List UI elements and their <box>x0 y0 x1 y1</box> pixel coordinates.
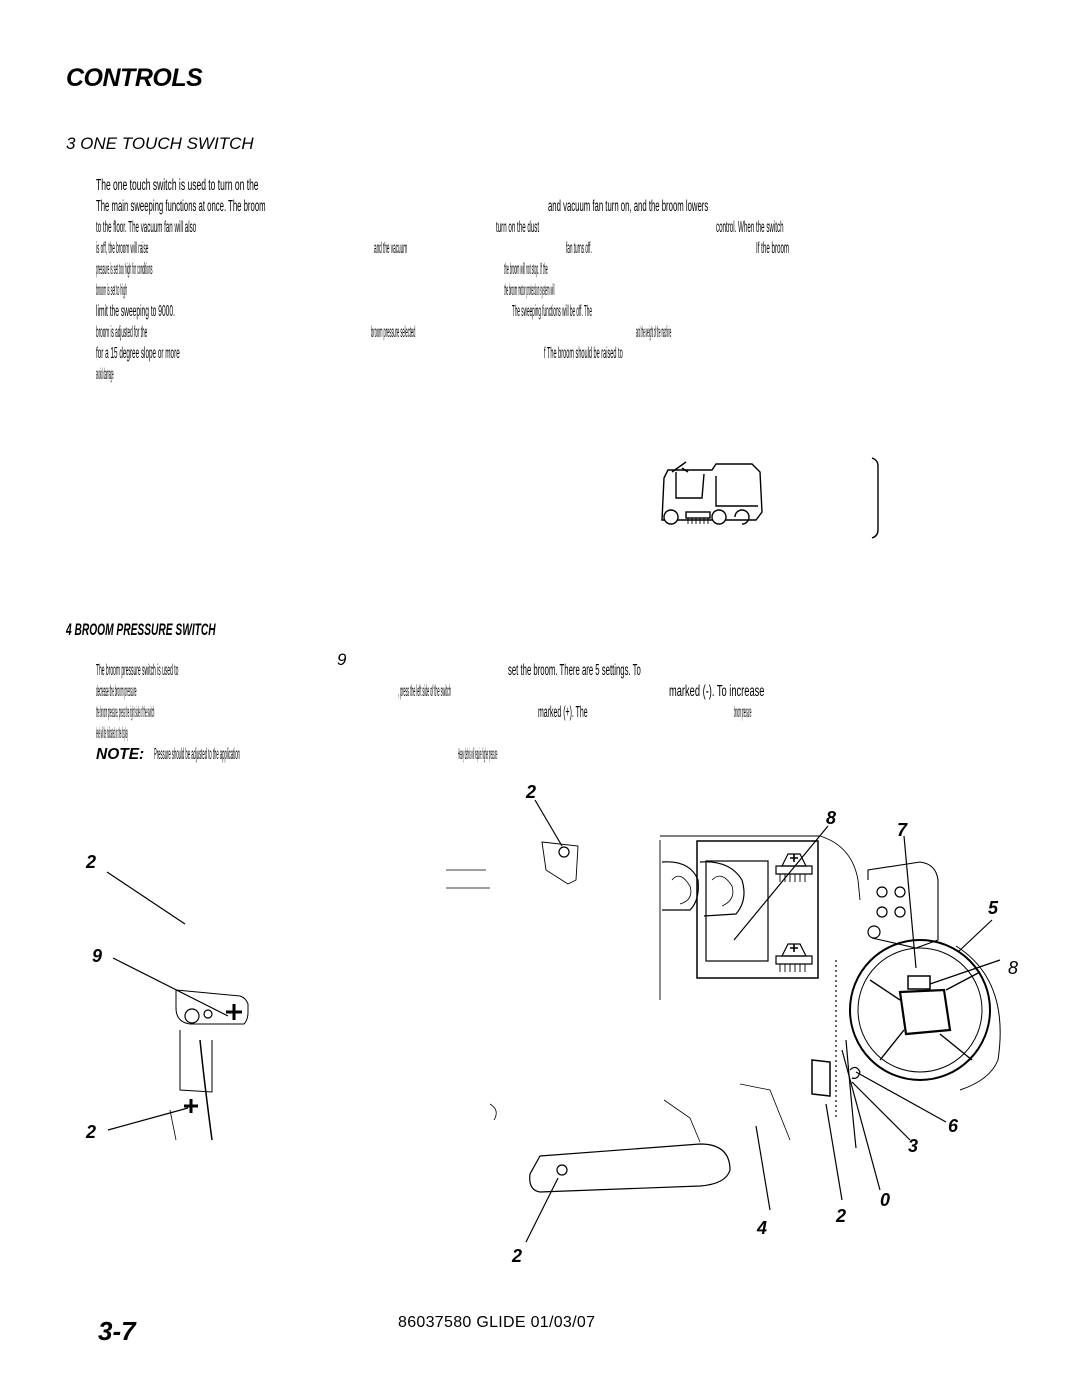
callout-7: 7 <box>897 820 908 840</box>
note-text: Pressure should be adjusted to the appli… <box>154 746 240 763</box>
callout-4: 4 <box>757 1218 768 1238</box>
text-line: The one touch switch is used to turn on … <box>96 177 259 194</box>
text-line: decrease the broom pressure <box>96 683 137 700</box>
text-line: control. When the switch <box>716 219 784 236</box>
callout-0: 0 <box>880 1190 891 1210</box>
section-heading-one-touch: 3 ONE TOUCH SWITCH <box>66 134 254 153</box>
text-line: level will be indicated on the display <box>96 725 128 742</box>
text-line: broom is set to high <box>96 282 128 299</box>
section-heading-broom-pressure: 4 BROOM PRESSURE SWITCH <box>66 620 216 639</box>
text-line: The sweeping functions will be off. The <box>512 303 592 320</box>
text-line: fan turns off. <box>566 240 592 257</box>
text-line: The broom pressure switch is used to <box>96 662 179 679</box>
text-line: the broom motor protection system will <box>504 282 555 299</box>
callout-8-wheel: 8 <box>1008 958 1019 978</box>
text-line: set the broom. There are 5 settings. To <box>508 662 641 679</box>
text-line: and vacuum fan turn on, and the broom lo… <box>548 198 709 215</box>
text-line: the broom pressure, press the right side… <box>96 704 155 721</box>
callout-8-decal: 8 <box>826 808 837 828</box>
callout-2-bottom: 2 <box>512 1246 523 1266</box>
text-line: f The broom should be raised to <box>544 345 623 362</box>
text-line: for a 15 degree slope or more <box>96 345 180 362</box>
callout-3: 3 <box>908 1136 919 1156</box>
text-line: The main sweeping functions at once. The… <box>96 198 266 215</box>
text-line: avoid damage <box>96 366 114 383</box>
callout-5: 5 <box>988 898 999 918</box>
text-line: , press the left side of the switch <box>398 683 451 700</box>
text-line: turn on the dust <box>496 219 540 236</box>
document-id: 86037580 GLIDE 01/03/07 <box>398 1314 596 1331</box>
callout-9: 9 <box>92 946 103 966</box>
text-line: is off, the broom will raise <box>96 240 149 257</box>
text-line: limit the sweeping to 9000. <box>96 303 175 320</box>
callout-2-left-bottom: 2 <box>86 1122 97 1142</box>
callout-2-left-top: 2 <box>86 852 97 872</box>
callout-6: 6 <box>948 1116 959 1136</box>
text-line: to the floor. The vacuum fan will also <box>96 219 197 236</box>
callout-2-top: 2 <box>526 782 537 802</box>
callout-2-bottom-right: 2 <box>836 1206 847 1226</box>
text-line: pressure is set too high for conditions <box>96 261 153 278</box>
text-line: and the vacuum <box>374 240 408 257</box>
text-line: marked (-). To increase <box>669 683 765 700</box>
figure-marker: 9 <box>337 650 347 669</box>
page-title: CONTROLS <box>66 64 203 92</box>
text-line: broom pressure selected <box>371 324 416 341</box>
text-line: broom pressure <box>734 704 752 721</box>
text-line: and the weight of the machine <box>636 324 672 341</box>
text-line: marked (+). The <box>538 704 588 721</box>
page-number: 3-7 <box>98 1316 136 1346</box>
text-line: the broom will not stop. If the <box>504 261 548 278</box>
text-line: If the broom <box>756 240 790 257</box>
note-text: Heavy debris will require higher pressur… <box>458 746 498 763</box>
note-label: NOTE: <box>96 746 145 763</box>
text-line: broom is adjusted for the <box>96 324 148 341</box>
